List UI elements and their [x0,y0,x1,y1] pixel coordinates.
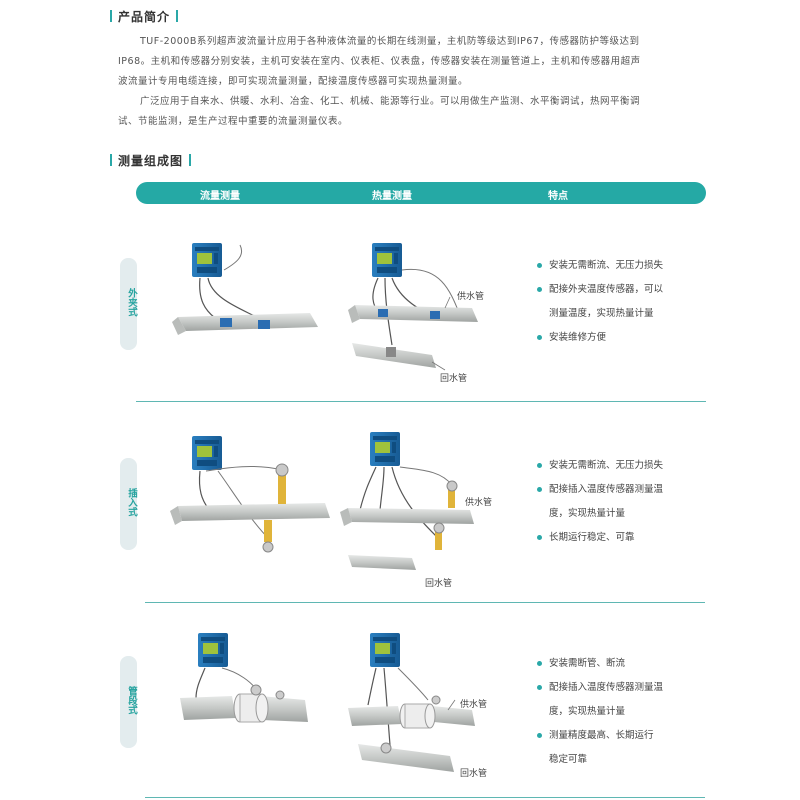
row-divider [145,602,705,603]
feature-text: 安装无需断流、无压力损失 [549,260,664,271]
bullet-icon [537,335,542,340]
intro-p2-line2: 试、节能监测，是生产过程中重要的流量测量仪表。 [118,116,349,127]
feature-item: 配接插入温度传感器测量温 [537,478,663,502]
title-bar-right [176,10,179,22]
row-tab-clamp-on: 外夹式 [120,258,137,350]
row-tab-label: 外夹式 [126,288,137,317]
intro-p1-line3: 波流量计专用电缆连接，即可实现流量测量，配接温度传感器可实现热量测量。 [118,76,469,87]
intro-section-title: 产品简介 [104,8,184,25]
feature-text: 安装需断管、断流 [549,658,626,669]
return-pipe-label: 回水管 [460,769,488,779]
intro-title-text: 产品简介 [118,10,171,24]
title-bar-left [110,10,112,22]
header-flow-measurement: 流量测量 [200,191,240,202]
header-features: 特点 [548,191,568,202]
intro-p1-line2: IP68。主机和传感器分别安装，主机可安装在室内、仪表柜、仪表盘，传感器安装在测… [118,56,641,67]
feature-item-continued: 度，实现热量计量 [537,700,663,724]
bullet-icon [537,535,542,540]
feature-text: 长期运行稳定、可靠 [549,532,635,543]
intro-p1-line1: TUF-2000B系列超声波流量计应用于各种液体流量的长期在线测量，主机防等级达… [140,36,640,47]
supply-pipe-label: 供水管 [457,292,485,302]
bullet-icon [537,263,542,268]
row-divider [145,797,705,798]
features-list-clamp-on: 安装无需断流、无压力损失 配接外夹温度传感器，可以 测量温度，实现热量计量 安装… [537,254,663,350]
feature-text: 测量精度最高、长期运行 [549,730,654,741]
feature-item: 长期运行稳定、可靠 [537,526,663,550]
feature-item: 安装需断管、断流 [537,652,663,676]
row-tab-label: 管段式 [126,686,137,715]
feature-item: 安装无需断流、无压力损失 [537,454,663,478]
row-divider [136,401,706,402]
row-tab-inline: 管段式 [120,656,137,748]
feature-text: 配接外夹温度传感器，可以 [549,284,664,295]
supply-pipe-label: 供水管 [465,498,493,508]
feature-text: 测量温度，实现热量计量 [549,308,654,319]
intro-paragraph-1: TUF-2000B系列超声波流量计应用于各种液体流量的长期在线测量，主机防等级达… [118,32,698,92]
feature-item: 安装维修方便 [537,326,663,350]
bullet-icon [537,661,542,666]
row-tab-label: 插入式 [126,488,137,517]
feature-text: 稳定可靠 [549,754,588,765]
feature-text: 安装无需断流、无压力损失 [549,460,664,471]
clamp-on-flow-illustration [172,243,318,335]
feature-item-continued: 测量温度，实现热量计量 [537,302,663,326]
bullet-icon [537,733,542,738]
feature-item-continued: 稳定可靠 [537,748,663,772]
title-bar-right [189,154,192,166]
bullet-icon [537,287,542,292]
feature-text: 度，实现热量计量 [549,508,626,519]
feature-text: 配接插入温度传感器测量温 [549,682,664,693]
header-heat-measurement: 热量测量 [372,191,412,202]
features-list-inline: 安装需断管、断流 配接插入温度传感器测量温 度，实现热量计量 测量精度最高、长期… [537,652,663,772]
clamp-on-heat-illustration [348,243,478,371]
inline-heat-illustration [348,633,475,772]
title-bar-left [110,154,112,166]
diagram-title-text: 测量组成图 [118,154,184,168]
intro-paragraph-2: 广泛应用于自来水、供暖、水利、冶金、化工、机械、能源等行业。可以用做生产监测、水… [118,92,698,132]
return-pipe-label: 回水管 [440,374,468,384]
feature-item: 配接插入温度传感器测量温 [537,676,663,700]
bullet-icon [537,463,542,468]
insertion-heat-illustration [340,432,474,570]
feature-item: 测量精度最高、长期运行 [537,724,663,748]
feature-item: 安装无需断流、无压力损失 [537,254,663,278]
inline-flow-illustration [180,633,308,723]
feature-text: 安装维修方便 [549,332,607,343]
intro-p2-line1: 广泛应用于自来水、供暖、水利、冶金、化工、机械、能源等行业。可以用做生产监测、水… [140,96,641,107]
feature-item: 配接外夹温度传感器，可以 [537,278,663,302]
bullet-icon [537,487,542,492]
feature-text: 度，实现热量计量 [549,706,626,717]
feature-text: 配接插入温度传感器测量温 [549,484,664,495]
insertion-flow-illustration [170,436,330,553]
feature-item-continued: 度，实现热量计量 [537,502,663,526]
supply-pipe-label: 供水管 [460,700,488,710]
row-tab-insertion: 插入式 [120,458,137,550]
bullet-icon [537,685,542,690]
table-header-bar: 流量测量 热量测量 特点 [136,182,706,204]
return-pipe-label: 回水管 [425,579,453,589]
diagram-section-title: 测量组成图 [104,152,197,169]
features-list-insertion: 安装无需断流、无压力损失 配接插入温度传感器测量温 度，实现热量计量 长期运行稳… [537,454,663,550]
